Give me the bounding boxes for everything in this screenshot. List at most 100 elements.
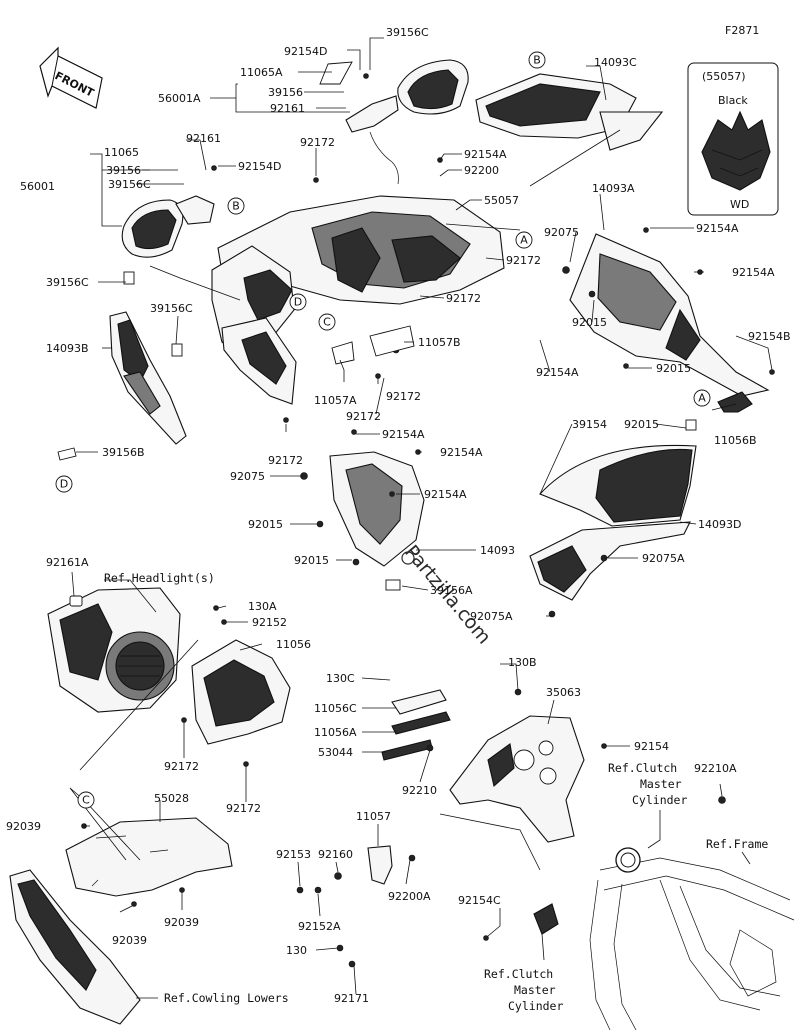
label-11057: 11057 — [356, 810, 391, 823]
callout-d-left: D — [55, 475, 73, 493]
front-arrow-icon: FRONT — [39, 46, 103, 109]
label-92154A-e: 92154A — [382, 428, 425, 441]
label-92015-a: 92015 — [572, 316, 607, 329]
callout-a-top: A — [515, 231, 533, 249]
svg-text:B: B — [533, 54, 541, 67]
lower-panel-14093D-part — [529, 521, 691, 601]
svg-text:C: C — [323, 316, 331, 329]
label-35063: 35063 — [546, 686, 581, 699]
label-14093: 14093 — [480, 544, 515, 557]
label-92154B: 92154B — [748, 330, 791, 343]
label-92172-d: 92172 — [386, 390, 421, 403]
label-39156-mid: 39156 — [106, 164, 141, 177]
lower-panel-55028-part — [65, 817, 233, 897]
label-92154A-c: 92154A — [732, 266, 775, 279]
label-55028: 55028 — [154, 792, 189, 805]
fasteners — [57, 61, 775, 968]
label-55057: 55057 — [484, 194, 519, 207]
label-92075A-a: 92075A — [642, 552, 685, 565]
inset-color: Black — [718, 94, 748, 107]
label-14093B: 14093B — [46, 342, 89, 355]
label-92015-c: 92015 — [624, 418, 659, 431]
bracket-11056B-part — [717, 391, 753, 413]
label-92172-c: 92172 — [446, 292, 481, 305]
label-92160: 92160 — [318, 848, 353, 861]
label-92039-c: 92039 — [112, 934, 147, 947]
cowling-lower-part — [9, 869, 141, 1025]
label-39156: 39156 — [268, 86, 303, 99]
label-92200A: 92200A — [388, 890, 431, 903]
label-53044: 53044 — [318, 746, 353, 759]
label-39156C-lower: 39156C — [150, 302, 193, 315]
label-92154A-g: 92154A — [424, 488, 467, 501]
label-14093D: 14093D — [698, 518, 741, 531]
label-92039-a: 92039 — [6, 820, 41, 833]
label-92172-g: 92172 — [164, 760, 199, 773]
label-14093C: 14093C — [594, 56, 637, 69]
svg-text:A: A — [698, 392, 706, 405]
label-92015-d: 92015 — [248, 518, 283, 531]
label-ref-clutch-top-1: Ref.Clutch — [608, 761, 677, 775]
svg-text:C: C — [82, 794, 90, 807]
frame-part — [589, 847, 795, 1031]
label-ref-headlight: Ref.Headlight(s) — [104, 571, 215, 585]
label-39156B: 39156B — [102, 446, 145, 459]
label-39156C: 39156C — [386, 26, 429, 39]
label-92152: 92152 — [252, 616, 287, 629]
label-92154D: 92154D — [284, 45, 327, 58]
inner-panel-14093-part — [329, 451, 425, 567]
side-panel-left-lower-part — [221, 317, 297, 405]
label-92172-b: 92172 — [506, 254, 541, 267]
label-ref-cowling-lowers: Ref.Cowling Lowers — [164, 991, 289, 1005]
svg-text:D: D — [60, 478, 68, 491]
stay-11057-part — [367, 845, 393, 885]
inset-variant: WD — [730, 198, 749, 211]
svg-text:B: B — [232, 200, 240, 213]
label-92039-b: 92039 — [164, 916, 199, 929]
callout-a-right: A — [693, 389, 711, 407]
label-92153: 92153 — [276, 848, 311, 861]
callout-b-top: B — [528, 51, 546, 69]
stay-35063-part — [449, 715, 585, 843]
label-92210A: 92210A — [694, 762, 737, 775]
label-11057B: 11057B — [418, 336, 461, 349]
label-92154C: 92154C — [458, 894, 501, 907]
label-11057A: 11057A — [314, 394, 357, 407]
label-ref-clutch-bot-3: Cylinder — [508, 999, 563, 1013]
leader-lines — [69, 37, 773, 999]
label-ref-clutch-bot-1: Ref.Clutch — [484, 967, 553, 981]
figure-code: F2871 — [725, 24, 759, 37]
callout-c-mid: C — [318, 313, 336, 331]
label-56001A: 56001A — [158, 92, 201, 105]
label-92172-a: 92172 — [300, 136, 335, 149]
label-39156A: 39156A — [430, 584, 473, 597]
label-11056A: 11056A — [314, 726, 357, 739]
label-92154-x: 92154 — [634, 740, 669, 753]
label-56001: 56001 — [20, 180, 55, 193]
windscreen-39154-part — [539, 444, 697, 527]
label-130A: 130A — [248, 600, 277, 613]
watermark-logo-icon — [401, 551, 415, 565]
label-92161-mid: 92161 — [186, 132, 221, 145]
label-92015-b: 92015 — [656, 362, 691, 375]
label-92172-f: 92172 — [268, 454, 303, 467]
label-92154A-a: 92154A — [464, 148, 507, 161]
mirror-left-part — [121, 195, 215, 258]
inset-code: (55057) — [702, 70, 746, 83]
label-92161: 92161 — [270, 102, 305, 115]
label-92171: 92171 — [334, 992, 369, 1005]
bracket-11056-part — [191, 639, 291, 745]
label-92161A: 92161A — [46, 556, 89, 569]
label-11056B: 11056B — [714, 434, 757, 447]
label-92172-h: 92172 — [226, 802, 261, 815]
label-39154: 39154 — [572, 418, 607, 431]
label-92210: 92210 — [402, 784, 437, 797]
label-39156C-mid: 39156C — [108, 178, 151, 191]
part-labels: 39156C 92154D 11065A 56001A 39156 92161 … — [6, 26, 791, 1013]
label-11056: 11056 — [276, 638, 311, 651]
label-ref-frame: Ref.Frame — [706, 837, 768, 851]
label-92154A-f: 92154A — [440, 446, 483, 459]
label-92075-b: 92075 — [230, 470, 265, 483]
label-130C: 130C — [326, 672, 355, 685]
label-14093A: 14093A — [592, 182, 635, 195]
